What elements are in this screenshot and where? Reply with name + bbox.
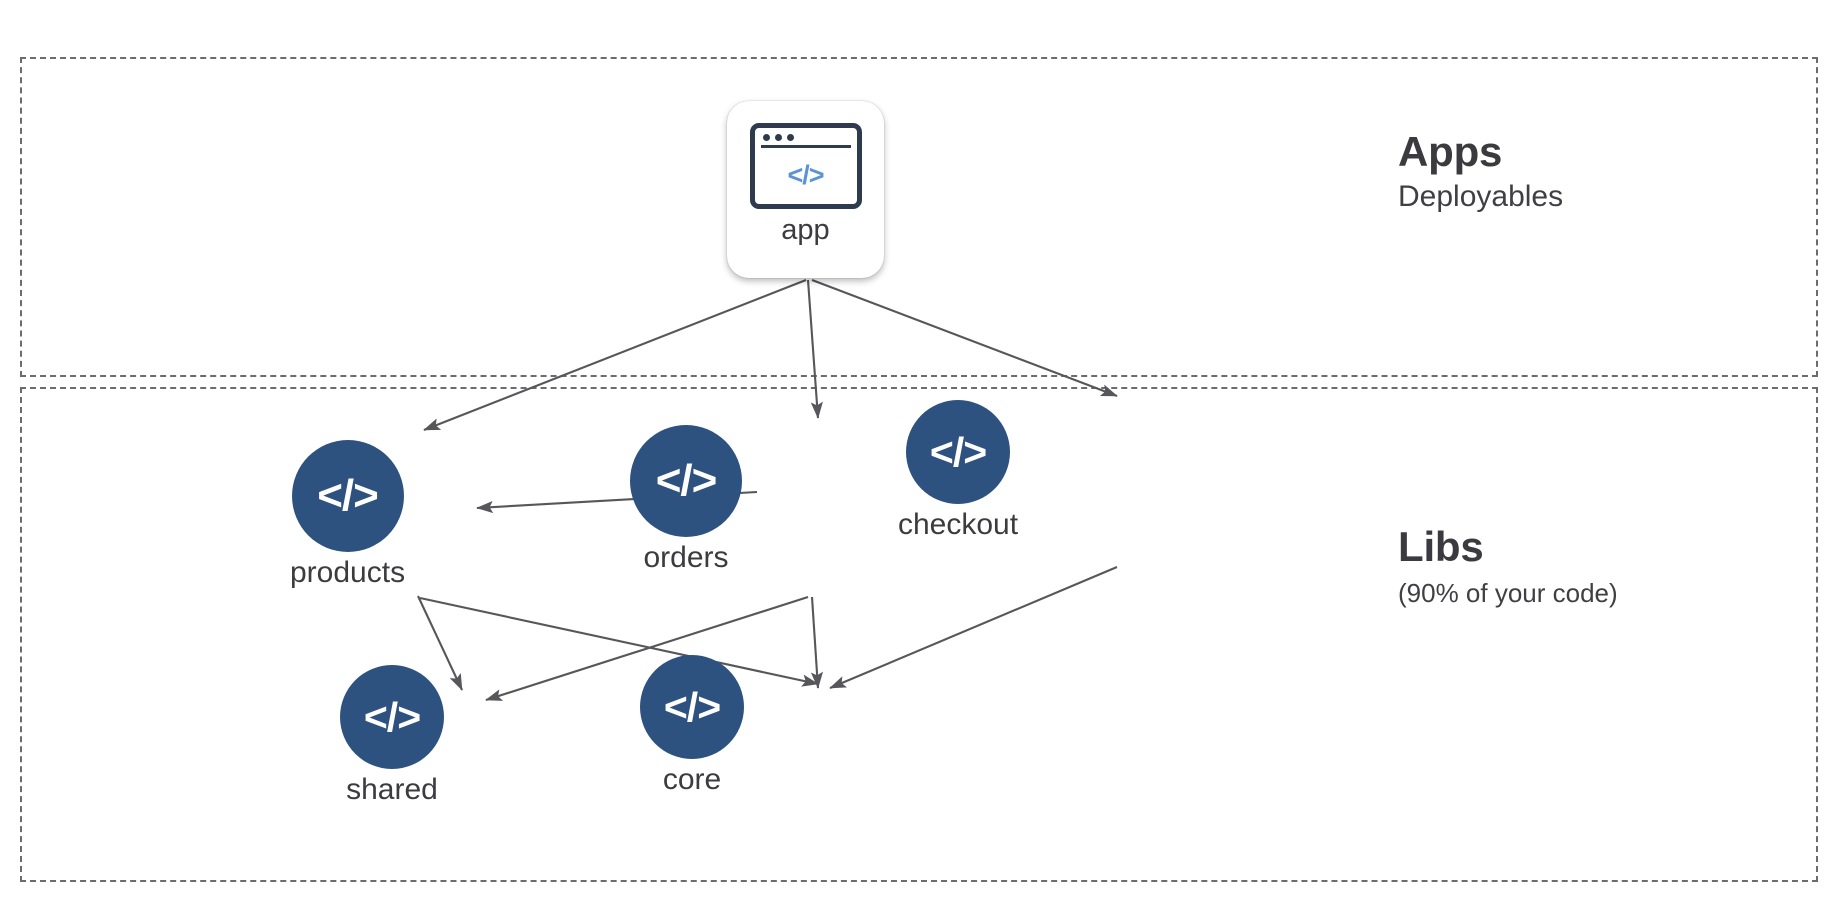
browser-dot [774,134,782,141]
region-libs-subtitle: (90% of your code) [1398,578,1618,609]
node-orders-label: orders [643,541,729,574]
region-apps-caption: Apps Deployables [1398,128,1564,216]
node-checkout-label: checkout [898,508,1019,541]
node-app-label: app [781,214,830,246]
node-core-label: core [662,763,722,796]
code-icon: </> [291,440,404,552]
node-core[interactable]: </> core [640,655,744,795]
code-icon: </> [640,655,744,759]
code-icon: </> [340,665,444,769]
node-shared[interactable]: </> shared [340,665,444,805]
node-app[interactable]: </> app [727,101,884,278]
region-apps [20,57,1818,377]
node-shared-label: shared [346,773,438,806]
browser-dots [755,128,857,145]
region-apps-subtitle: Deployables [1398,180,1564,214]
code-icon: </> [906,400,1011,504]
code-icon: </> [630,425,742,537]
node-checkout[interactable]: </> checkout [898,400,1018,540]
region-libs-caption: Libs (90% of your code) [1398,523,1618,610]
browser-code-icon: </> [749,123,862,209]
browser-dot [762,134,770,141]
node-products[interactable]: </> products [290,440,405,588]
region-libs-title: Libs [1398,523,1484,570]
code-glyph: </> [787,159,824,190]
region-apps-title: Apps [1398,128,1503,175]
node-orders[interactable]: </> orders [630,425,742,573]
browser-dot [786,134,794,141]
browser-titlebar-rule [760,145,851,148]
node-products-label: products [290,556,406,589]
